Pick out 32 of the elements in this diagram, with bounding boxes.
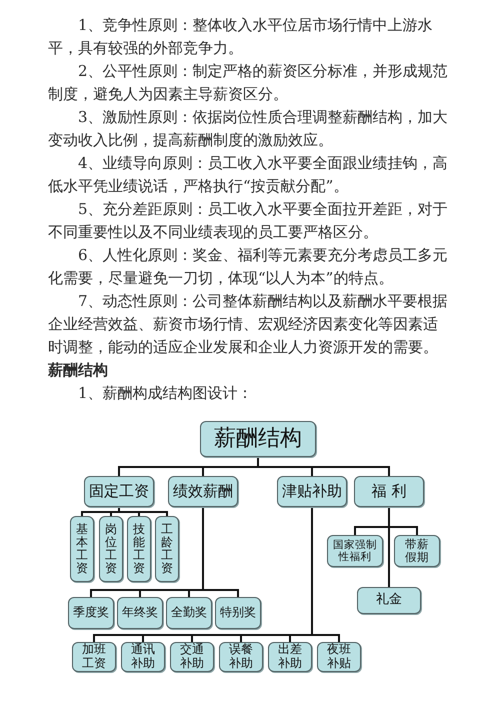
item-box: 年终奖 xyxy=(117,597,163,629)
paragraph: 6、人性化原则：奖金、福利等元素要充分考虑员工多元化需要，尽量避免一刀切，体现“以人为本”的特点。 xyxy=(48,245,449,289)
item-box: 技能工资 xyxy=(127,516,151,582)
root-box: 薪酬结构 xyxy=(200,421,316,457)
paragraph: 1、薪酬构成结构图设计： xyxy=(77,383,254,404)
paragraph: 4、业绩导向原则：员工收入水平要全面跟业绩挂钩，高低水平凭业绩说话，严格执行“按贡献分配”。 xyxy=(48,153,449,197)
paragraph: 3、激励性原则：依据岗位性质合理调整薪酬结构，加大变动收入比例，提高薪酬制度的激励效应。 xyxy=(48,107,449,151)
paragraph: 1、竞争性原则：整体收入水平位居市场行情中上游水平，具有较强的外部竞争力。 xyxy=(48,15,434,59)
item-box: 工龄工资 xyxy=(155,516,179,582)
paragraph: 7、动态性原则：公司整体薪酬结构以及薪酬水平要根据企业经营效益、薪资市场行情、宏观经济因素变化等因素适时调整，能动的适应企业发展和企业人力资源开发的需要。 xyxy=(48,291,449,358)
item-box: 季度奖 xyxy=(68,597,114,629)
item-box: 国家强制性福利 xyxy=(327,535,383,567)
item-box: 岗位工资 xyxy=(99,516,123,582)
item-box: 通讯补助 xyxy=(121,642,165,672)
paragraph: 2、公平性原则：制定严格的薪资区分标准，并形成规范制度，避免人为因素主导薪资区分。 xyxy=(48,61,449,105)
item-box: 夜班补贴 xyxy=(317,642,361,672)
item-box: 带薪假期 xyxy=(394,535,440,567)
item-box: 礼金 xyxy=(357,587,421,614)
category-box: 津贴补助 xyxy=(277,476,347,507)
paragraph: 5、充分差距原则：员工收入水平要全面拉开差距，对于不同重要性以及不同业绩表现的员工要严格区分。 xyxy=(48,199,449,243)
item-box: 交通补助 xyxy=(170,642,214,672)
item-box: 误餐补助 xyxy=(219,642,263,672)
item-box: 全勤奖 xyxy=(166,597,212,629)
item-box: 基本工资 xyxy=(70,516,94,582)
category-box: 福 利 xyxy=(354,476,424,507)
item-box: 出差补助 xyxy=(268,642,312,672)
category-box: 绩效薪酬 xyxy=(168,476,238,507)
section-heading: 薪酬结构 xyxy=(48,360,109,381)
item-box: 加班工资 xyxy=(72,642,116,672)
item-box: 特别奖 xyxy=(215,597,261,629)
connector-line xyxy=(311,507,340,642)
category-box: 固定工资 xyxy=(84,476,154,507)
